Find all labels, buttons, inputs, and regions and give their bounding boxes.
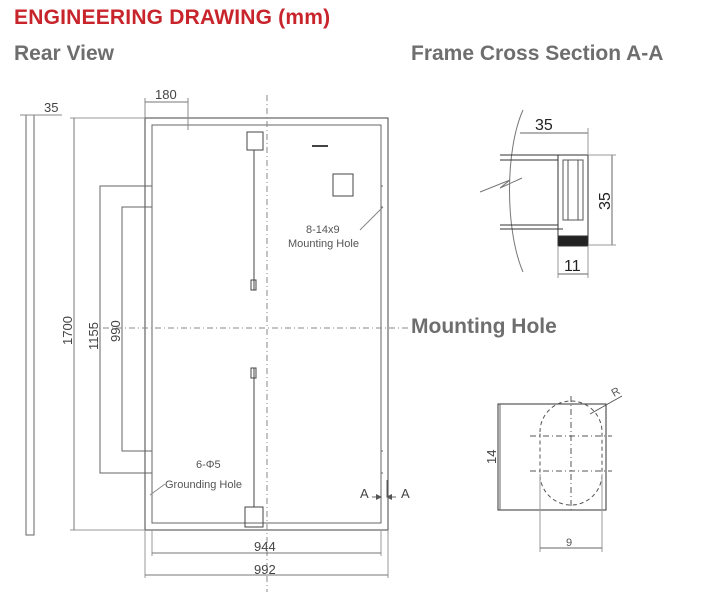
frame-cross-section-heading: Frame Cross Section A-A (411, 42, 664, 65)
junction-box-top (246, 131, 264, 151)
junction-box-bottom (244, 506, 264, 528)
slot-width-dim: 9 (566, 537, 572, 549)
outer-width-dim: 992 (254, 562, 276, 577)
slot-radius-leader (589, 395, 623, 415)
frame-width-dim: 35 (535, 117, 553, 134)
section-break-curve (509, 109, 524, 273)
frame-height-dim: 35 (597, 192, 614, 210)
mounting-hole-leader (359, 206, 384, 231)
frame-lip-dim: 11 (564, 258, 581, 275)
mount-outer-bracket (99, 185, 150, 474)
height-mount-outer-dim: 1155 (86, 322, 101, 350)
connector-bottom (250, 367, 257, 379)
section-a-left-label: A (360, 486, 369, 501)
side-profile-bar (25, 114, 35, 536)
frame-cross-section (479, 109, 616, 278)
frame-thickness-dim: 35 (44, 100, 58, 115)
page-title: ENGINEERING DRAWING (mm) (14, 6, 331, 29)
section-a-right-label: A (401, 486, 410, 501)
connector-top (250, 279, 257, 291)
mounting-hole-heading: Mounting Hole (411, 315, 557, 338)
mounting-hole-detail (497, 395, 623, 552)
height-mount-inner-dim: 990 (108, 320, 123, 342)
frame-lip (557, 235, 589, 247)
slot-outer-box (497, 403, 607, 511)
section-break-zigzag (479, 177, 523, 193)
top-offset-dim: 180 (155, 87, 177, 102)
grounding-hole-leader (149, 483, 166, 496)
mounting-hole-name-label: Mounting Hole (288, 238, 359, 250)
mounting-hole-spec-label: 8-14x9 (306, 224, 340, 236)
grounding-hole-spec-label: 6-Φ5 (196, 459, 221, 471)
inner-width-dim: 944 (254, 539, 276, 554)
slot-radius-label: R (610, 385, 623, 399)
grounding-hole-name-label: Grounding Hole (165, 479, 242, 491)
label-box (332, 173, 354, 197)
height-total-dim: 1700 (60, 316, 75, 345)
mount-inner-bracket (121, 206, 150, 452)
slot-height-dim: 14 (484, 450, 499, 464)
rear-view-heading: Rear View (14, 42, 115, 65)
frame-profile-inner (562, 159, 584, 221)
rear-view (20, 95, 410, 592)
